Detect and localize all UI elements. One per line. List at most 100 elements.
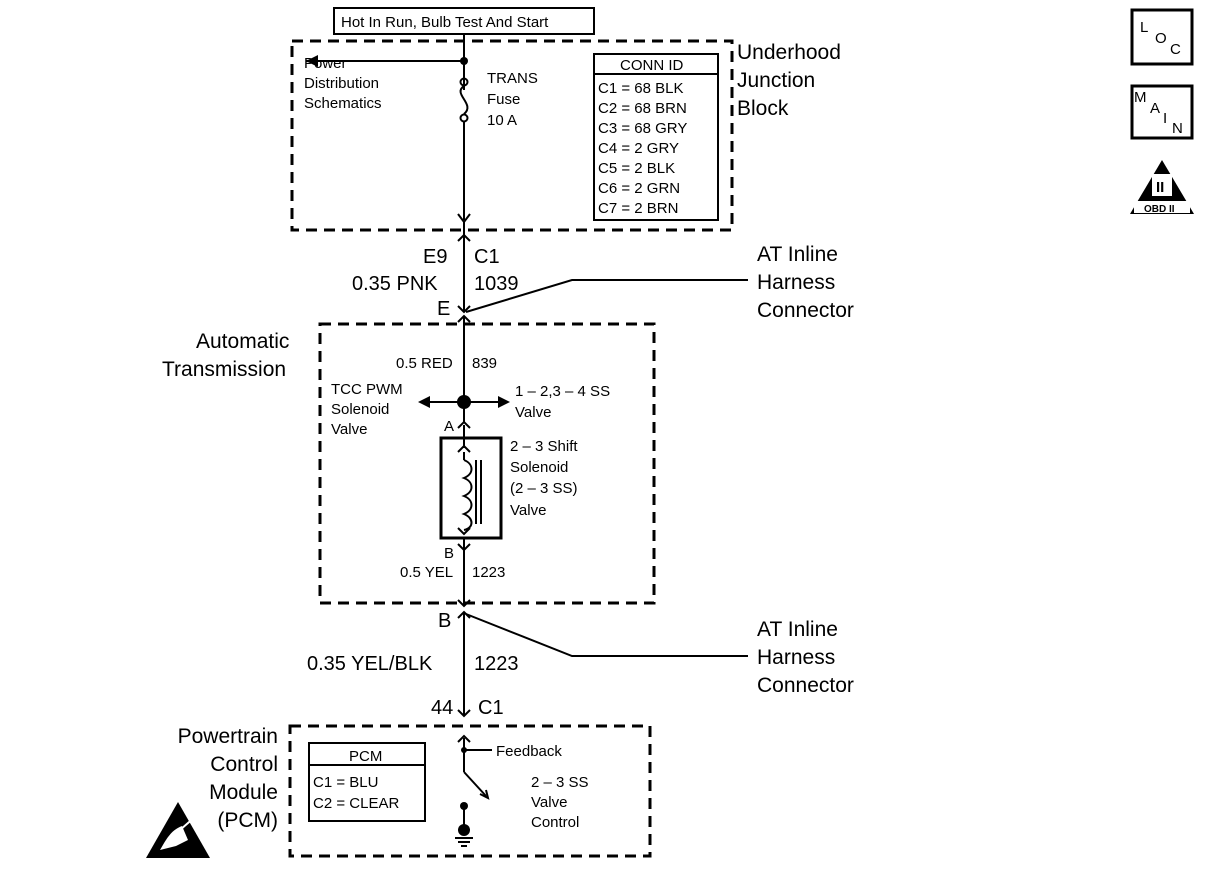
- power-dist-line-1: Power: [304, 55, 347, 72]
- fuse-line-3: 10 A: [487, 112, 517, 129]
- loc-letter: O: [1155, 30, 1167, 47]
- connector-pin-icon: [457, 734, 471, 743]
- solenoid-line-4: Valve: [510, 502, 546, 519]
- inline-connector-2-line-3: Connector: [757, 674, 854, 697]
- wire2-circuit: 1223: [474, 653, 519, 675]
- pcm-row: C1 = BLU: [313, 774, 378, 791]
- connector-pin-icon: [457, 305, 471, 314]
- solenoid-line-1: 2 – 3 Shift: [510, 438, 578, 455]
- underhood-junction-block: Power Distribution Schematics TRANS Fuse…: [290, 34, 841, 232]
- arrow-left-icon: [306, 55, 318, 67]
- wire2-color: 0.35 YEL/BLK: [307, 653, 433, 675]
- power-dist-line-2: Distribution: [304, 75, 379, 92]
- trans-wire-circuit: 839: [472, 355, 497, 372]
- conn-id-row: C1 = 68 BLK: [598, 80, 683, 97]
- leader-line: [465, 613, 748, 657]
- conn-id-row: C6 = 2 GRN: [598, 180, 680, 197]
- tcc-line-3: Valve: [331, 421, 367, 438]
- leader-line: [465, 279, 748, 313]
- main-letter: I: [1163, 110, 1167, 127]
- solenoid-line-2: Solenoid: [510, 459, 568, 476]
- inline-connector-2-line-2: Harness: [757, 646, 835, 669]
- underhood-title-1: Underhood: [737, 41, 841, 64]
- loc-letter: L: [1140, 19, 1148, 36]
- wire2-conn: C1: [478, 697, 504, 719]
- arrow-left-icon: [418, 396, 430, 408]
- wire-pnk-1039: E9 C1 0.35 PNK 1039 E: [352, 222, 748, 323]
- esd-warning-icon: [146, 802, 210, 858]
- connector-pin-icon: [457, 599, 471, 608]
- wire1-conn: C1: [474, 246, 500, 268]
- ss14-line-1: 1 – 2,3 – 4 SS: [515, 383, 610, 400]
- pcm-conn-table: PCM C1 = BLU C2 = CLEAR: [308, 742, 426, 822]
- transmission-title-1: Automatic: [196, 330, 289, 353]
- control-line-3: Control: [531, 814, 579, 831]
- arrow-right-icon: [498, 396, 510, 408]
- inline-connector-1-line-3: Connector: [757, 299, 854, 322]
- switch-icon: [460, 771, 490, 826]
- wire1-circuit: 1039: [474, 273, 519, 295]
- pcm-box-title: PCM: [349, 748, 382, 765]
- main-letter: M: [1134, 89, 1147, 106]
- ground-icon: [455, 824, 473, 847]
- conn-id-row: C2 = 68 BRN: [598, 100, 687, 117]
- connector-pin-icon: [457, 233, 471, 242]
- control-line-1: 2 – 3 SS: [531, 774, 589, 791]
- header-box: Hot In Run, Bulb Test And Start: [333, 7, 595, 35]
- fuse-line-1: TRANS: [487, 70, 538, 87]
- wire-yel-blk-1223: B 0.35 YEL/BLK 1223 44 C1: [307, 599, 748, 719]
- loc-letter: C: [1170, 41, 1181, 58]
- feedback-label: Feedback: [496, 743, 562, 760]
- inline-connector-2-line-1: AT Inline: [757, 618, 838, 641]
- fuse-line-2: Fuse: [487, 91, 520, 108]
- pcm-title-2: Control: [210, 753, 278, 776]
- obd-ii-icon[interactable]: II OBD II: [1130, 160, 1194, 215]
- header-box-label: Hot In Run, Bulb Test And Start: [341, 14, 549, 31]
- wire1-inline-pin: E: [437, 298, 450, 320]
- underhood-title-3: Block: [737, 97, 789, 120]
- pcm-row: C2 = CLEAR: [313, 795, 399, 812]
- connector-pin-icon: [457, 543, 471, 552]
- pin-b: B: [444, 545, 454, 562]
- powertrain-control-module: Powertrain Control Module (PCM) PCM C1 =…: [178, 724, 652, 858]
- trans-bottom-color: 0.5 YEL: [400, 564, 453, 581]
- control-line-2: Valve: [531, 794, 567, 811]
- wire1-color: 0.35 PNK: [352, 273, 438, 295]
- ss14-line-2: Valve: [515, 404, 551, 421]
- wire1-pin: E9: [423, 246, 447, 268]
- trans-wire-color: 0.5 RED: [396, 355, 453, 372]
- pcm-title-3: Module: [209, 781, 278, 804]
- solenoid-icon: [439, 436, 503, 540]
- obd-roman: II: [1156, 179, 1164, 196]
- conn-id-title: CONN ID: [620, 57, 684, 74]
- conn-id-row: C4 = 2 GRY: [598, 140, 679, 157]
- wire2-pin: 44: [431, 697, 453, 719]
- solenoid-line-3: (2 – 3 SS): [510, 480, 578, 497]
- transmission-title-2: Transmission: [162, 358, 286, 381]
- power-dist-line-3: Schematics: [304, 95, 382, 112]
- inline-connector-1-line-1: AT Inline: [757, 243, 838, 266]
- conn-id-table: CONN ID C1 = 68 BLK C2 = 68 BRN C3 = 68 …: [593, 53, 719, 221]
- fuse-icon: [459, 77, 469, 123]
- loc-icon[interactable]: L O C: [1130, 8, 1194, 66]
- conn-id-row: C3 = 68 GRY: [598, 120, 687, 137]
- main-icon[interactable]: M A I N: [1130, 84, 1194, 140]
- pcm-title-4: (PCM): [217, 809, 278, 832]
- connector-pin-icon: [457, 709, 471, 718]
- pcm-title-1: Powertrain: [178, 725, 278, 748]
- conn-id-row: C7 = 2 BRN: [598, 200, 678, 217]
- trans-bottom-circuit: 1223: [472, 564, 505, 581]
- obd-label: OBD II: [1144, 204, 1175, 215]
- inline-connector-1-line-2: Harness: [757, 271, 835, 294]
- conn-id-row: C5 = 2 BLK: [598, 160, 675, 177]
- wire2-inline-pin: B: [438, 610, 451, 632]
- underhood-title-2: Junction: [737, 69, 815, 92]
- main-letter: A: [1150, 100, 1160, 117]
- pin-a: A: [444, 418, 454, 435]
- connector-pin-icon: [457, 420, 471, 429]
- main-letter: N: [1172, 120, 1183, 137]
- tcc-line-1: TCC PWM: [331, 381, 403, 398]
- tcc-line-2: Solenoid: [331, 401, 389, 418]
- automatic-transmission: Automatic Transmission 0.5 RED 839 TCC P…: [162, 316, 656, 606]
